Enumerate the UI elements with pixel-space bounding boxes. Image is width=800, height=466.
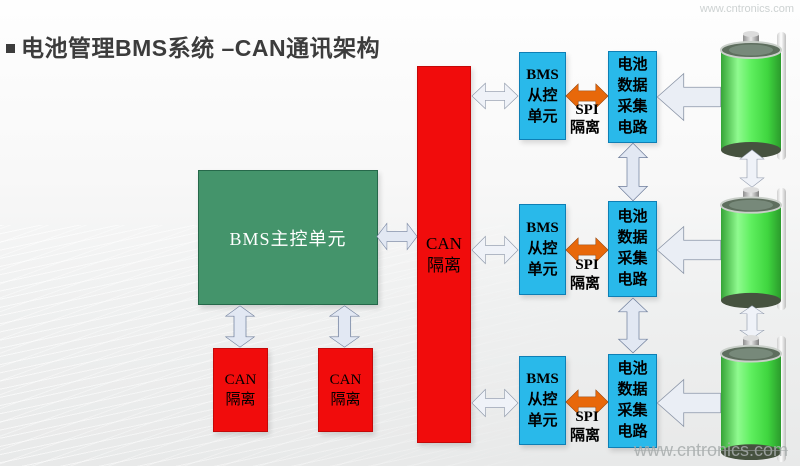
double-arrow-icon	[471, 386, 519, 420]
slave-label: BMS	[526, 220, 559, 236]
spi-isolation-label: SPI	[575, 257, 599, 273]
battery-data-collect-box-1: 电池 数据 采集 电路	[608, 51, 657, 143]
double-arrow-icon	[471, 80, 519, 112]
bms-slave-unit-box-3: BMS 从控 单元	[519, 356, 566, 445]
slave-label: 从控	[527, 392, 558, 408]
page-title: 电池管理BMS系统 –CAN通讯架构	[21, 35, 381, 61]
collector-label: 电路	[617, 272, 648, 288]
collector-label: 电池	[617, 361, 648, 377]
spi-isolation-label: 隔离	[569, 428, 600, 444]
double-arrow-vertical-icon	[615, 142, 651, 202]
block-arrow-left-icon	[656, 377, 722, 429]
collector-label: 采集	[617, 251, 648, 267]
double-arrow-icon	[471, 233, 519, 267]
slave-label: 单元	[527, 413, 558, 429]
spi-isolation-label: SPI	[575, 409, 599, 425]
spi-isolation-label: 隔离	[569, 276, 600, 292]
can-isolation-bus-bar: CAN 隔离	[417, 66, 471, 443]
can-bus-label-line1: CAN	[426, 233, 462, 253]
spi-isolation-label: 隔离	[569, 120, 600, 136]
double-arrow-vertical-icon	[326, 305, 363, 348]
can-isolator-label: CAN	[224, 372, 257, 388]
bms-master-unit-box: BMS主控单元	[198, 170, 378, 305]
battery-icon	[718, 334, 790, 464]
battery-data-collect-box-2: 电池 数据 采集 电路	[608, 201, 657, 297]
can-isolator-label: 隔离	[330, 392, 361, 408]
can-isolator-box-2: CAN 隔离	[318, 348, 373, 432]
collector-label: 采集	[617, 403, 648, 419]
collector-label: 电路	[617, 120, 648, 136]
watermark-bottom: www.cntronics.com	[633, 440, 788, 460]
title-bullet-icon	[6, 44, 15, 53]
bms-slave-unit-box-1: BMS 从控 单元	[519, 52, 566, 140]
spi-isolation-label: SPI	[575, 102, 599, 118]
slave-label: 从控	[527, 87, 558, 104]
block-arrow-left-icon	[656, 71, 722, 123]
can-isolator-label: 隔离	[225, 392, 256, 408]
slave-label: 单元	[527, 108, 558, 125]
watermark-top: www.cntronics.com	[699, 3, 794, 15]
battery-data-collect-box-3: 电池 数据 采集 电路	[608, 354, 657, 448]
double-arrow-vertical-icon	[222, 305, 258, 348]
double-arrow-vertical-icon	[615, 297, 651, 354]
can-isolator-label: CAN	[329, 372, 362, 388]
battery-icon	[718, 30, 790, 162]
collector-label: 采集	[617, 99, 648, 115]
slave-label: 单元	[527, 262, 558, 278]
bms-slave-unit-box-2: BMS 从控 单元	[519, 204, 566, 295]
double-arrow-vertical-icon	[737, 149, 767, 188]
slave-label: 从控	[527, 241, 558, 257]
slave-label: BMS	[526, 66, 559, 83]
bms-master-unit-label: BMS主控单元	[229, 228, 347, 249]
can-bus-label-line2: 隔离	[427, 255, 461, 275]
can-isolator-box-1: CAN 隔离	[213, 348, 268, 432]
collector-label: 数据	[617, 382, 648, 398]
collector-label: 数据	[617, 78, 648, 94]
block-arrow-left-icon	[656, 224, 722, 276]
double-arrow-icon	[376, 220, 418, 253]
collector-label: 电路	[617, 424, 648, 440]
collector-label: 数据	[617, 230, 648, 246]
collector-label: 电池	[617, 209, 648, 225]
battery-icon	[718, 186, 790, 312]
slave-label: BMS	[526, 371, 559, 387]
collector-label: 电池	[617, 57, 648, 73]
